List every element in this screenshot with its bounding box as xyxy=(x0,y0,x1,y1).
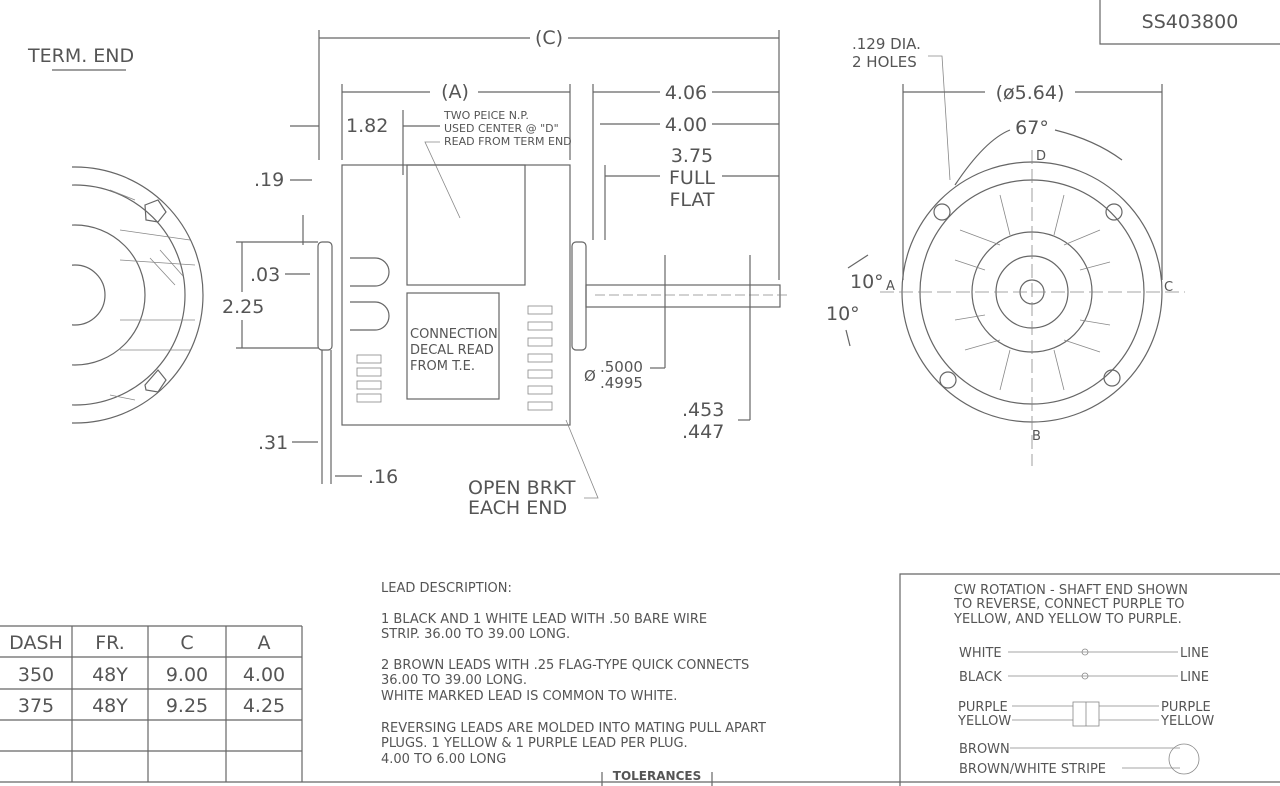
full-flat-label: FLAT xyxy=(669,189,714,211)
dim-angle-10-lower: 10° xyxy=(826,303,860,325)
rotation-note-line: CW ROTATION - SHAFT END SHOWN xyxy=(954,583,1188,598)
wire-purple-label: PURPLE xyxy=(958,700,1008,715)
wire-yellow-label: YELLOW xyxy=(957,714,1011,729)
shaft-end-view: .129 DIA. 2 HOLES (ø5.64) 67° D B A C 10… xyxy=(826,35,1185,466)
label-d: D xyxy=(1036,149,1046,164)
label-a: A xyxy=(886,279,895,294)
dim-2-25: 2.25 xyxy=(222,296,264,318)
nameplate-note-line: READ FROM TERM END xyxy=(444,135,572,148)
dim-dia-5-64: (ø5.64) xyxy=(996,82,1065,104)
term-end-label: TERM. END xyxy=(27,45,134,67)
dim-a: (A) xyxy=(441,81,469,103)
bracket-note-line: EACH END xyxy=(468,497,567,519)
table-cell: 375 xyxy=(18,695,54,717)
title-block-footer: TOLERANCES xyxy=(0,769,1280,786)
table-cell: 48Y xyxy=(92,695,128,717)
dim-0-19: .19 xyxy=(254,169,284,191)
wire-yellow-label: YELLOW xyxy=(1160,714,1214,729)
table-header: DASH xyxy=(9,632,63,654)
table-cell: 4.25 xyxy=(243,695,285,717)
dim-4-06: 4.06 xyxy=(665,82,707,104)
shaft-dia-max: .5000 xyxy=(600,358,643,376)
dim-3-75: 3.75 xyxy=(671,145,713,167)
dash-table: DASH FR. C A 350 48Y 9.00 4.00 375 48Y 9.25 4.25 xyxy=(0,625,303,782)
dim-1-82: 1.82 xyxy=(346,115,388,137)
label-c: C xyxy=(1164,280,1173,295)
table-cell: 48Y xyxy=(92,664,128,686)
lead-text-line: 2 BROWN LEADS WITH .25 FLAG-TYPE QUICK C… xyxy=(381,658,749,673)
table-header: A xyxy=(258,632,271,654)
lead-text-line: WHITE MARKED LEAD IS COMMON TO WHITE. xyxy=(381,689,677,704)
wiring-diagram: CW ROTATION - SHAFT END SHOWN TO REVERSE… xyxy=(899,573,1280,786)
dim-0-03: .03 xyxy=(250,264,280,286)
dim-0-31: .31 xyxy=(258,432,288,454)
line-label: LINE xyxy=(1180,670,1209,685)
bracket-note-line: OPEN BRKT xyxy=(468,477,576,499)
drawing-number: SS403800 xyxy=(1142,11,1239,33)
decal-note-line: DECAL READ xyxy=(410,343,494,358)
term-end-view xyxy=(72,166,204,424)
nameplate-note-line: USED CENTER @ "D" xyxy=(444,122,559,135)
lead-text-line: REVERSING LEADS ARE MOLDED INTO MATING P… xyxy=(381,721,766,736)
table-header: C xyxy=(180,632,193,654)
wire-purple-label: PURPLE xyxy=(1161,700,1211,715)
table-cell: 350 xyxy=(18,664,54,686)
flat-depth-max: .453 xyxy=(682,399,724,421)
wire-brown-white-label: BROWN/WHITE STRIPE xyxy=(959,762,1106,777)
lead-description: LEAD DESCRIPTION: 1 BLACK AND 1 WHITE LE… xyxy=(381,581,766,767)
lead-text-line: 1 BLACK AND 1 WHITE LEAD WITH .50 BARE W… xyxy=(381,612,707,627)
nameplate-note-line: TWO PEICE N.P. xyxy=(443,109,529,122)
rotation-note-line: YELLOW, AND YELLOW TO PURPLE. xyxy=(953,612,1182,627)
tolerances-label: TOLERANCES xyxy=(613,769,701,783)
decal-note-line: FROM T.E. xyxy=(410,359,475,374)
title-block: SS403800 xyxy=(1099,0,1280,45)
table-header: FR. xyxy=(95,632,125,654)
lead-text-line: 36.00 TO 39.00 LONG. xyxy=(381,673,527,688)
wire-black-label: BLACK xyxy=(959,670,1002,685)
lead-description-heading: LEAD DESCRIPTION: xyxy=(381,581,512,596)
side-view: (C) (A) 1.82 TWO PEICE N.P. USED CENTER … xyxy=(222,27,790,519)
dim-4-00: 4.00 xyxy=(665,114,707,136)
dim-0-16: .16 xyxy=(368,466,398,488)
line-label: LINE xyxy=(1180,646,1209,661)
label-b: B xyxy=(1032,429,1041,444)
dim-angle-10-upper: 10° xyxy=(850,271,884,293)
wire-brown-label: BROWN xyxy=(959,742,1010,757)
dim-c: (C) xyxy=(535,27,563,49)
rotation-note-line: TO REVERSE, CONNECT PURPLE TO xyxy=(953,597,1185,612)
table-cell: 4.00 xyxy=(243,664,285,686)
lead-text-line: 4.00 TO 6.00 LONG xyxy=(381,752,506,767)
lead-text-line: STRIP. 36.00 TO 39.00 LONG. xyxy=(381,627,570,642)
flat-depth-min: .447 xyxy=(682,421,724,443)
table-cell: 9.25 xyxy=(166,695,208,717)
holes-note-line: 2 HOLES xyxy=(852,53,917,71)
full-flat-label: FULL xyxy=(669,167,715,189)
wire-white-label: WHITE xyxy=(959,646,1002,661)
table-cell: 9.00 xyxy=(166,664,208,686)
shaft-dia-min: .4995 xyxy=(600,374,643,392)
dim-angle-67: 67° xyxy=(1015,117,1049,139)
lead-text-line: PLUGS. 1 YELLOW & 1 PURPLE LEAD PER PLUG… xyxy=(381,736,688,751)
diameter-symbol: Ø xyxy=(584,367,596,385)
holes-note-line: .129 DIA. xyxy=(852,35,921,53)
decal-note-line: CONNECTION xyxy=(410,327,498,342)
